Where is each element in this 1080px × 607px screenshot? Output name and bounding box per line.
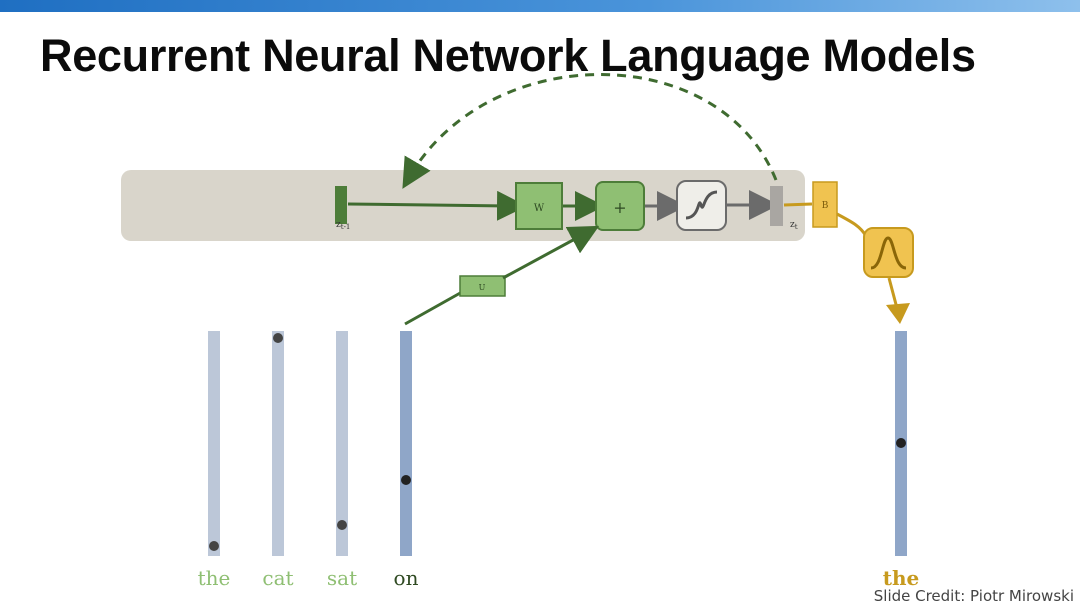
zt-to-b-connector [783, 202, 813, 207]
sum-box [595, 181, 645, 231]
slide-title: Recurrent Neural Network Language Models [40, 30, 976, 81]
word-label-cat: cat [262, 566, 293, 590]
word-dot-the [209, 541, 219, 551]
word-bar-sat [336, 331, 348, 556]
sigmoid-curve-icon [676, 180, 727, 231]
u-weight-box [459, 275, 506, 297]
input-word-the [208, 331, 220, 556]
u-label: U [479, 283, 486, 292]
b-label: B [822, 201, 829, 211]
z-t-bar [770, 186, 783, 226]
recurrent-connection-arrow [402, 73, 778, 189]
b-to-softmax-connector [836, 212, 868, 237]
word-dot-cat [273, 333, 283, 343]
word-label-the: the [198, 566, 231, 590]
z-prev-bar [335, 186, 347, 224]
zprev-to-w-arrow [347, 190, 527, 221]
word-label-output: the [883, 566, 920, 590]
input-word-on [400, 331, 412, 556]
softmax-output-arrowhead [886, 303, 910, 324]
w-weight-box [515, 182, 563, 230]
word-bar-cat [272, 331, 284, 556]
gaussian-curve-icon [863, 227, 914, 278]
input-word-sat [336, 331, 348, 556]
input-to-u-line [404, 290, 463, 326]
u-to-sum-arrow [502, 225, 600, 280]
word-label-on: on [394, 566, 419, 590]
plus-label: + [613, 198, 626, 217]
word-bar-on [400, 331, 412, 556]
output-word-the [895, 331, 907, 556]
w-label: W [534, 203, 545, 214]
z-t-label: zt [790, 220, 798, 231]
b-weight-box [812, 181, 838, 228]
word-dot-on [401, 475, 411, 485]
word-label-sat: sat [327, 566, 357, 590]
word-bar-the [208, 331, 220, 556]
top-accent-bar [0, 0, 1080, 12]
input-word-cat [272, 331, 284, 556]
word-dot-sat [337, 520, 347, 530]
z-prev-label: zt-1 [336, 220, 350, 231]
slide-credit: Slide Credit: Piotr Mirowski [873, 587, 1074, 605]
word-dot-output [896, 438, 906, 448]
